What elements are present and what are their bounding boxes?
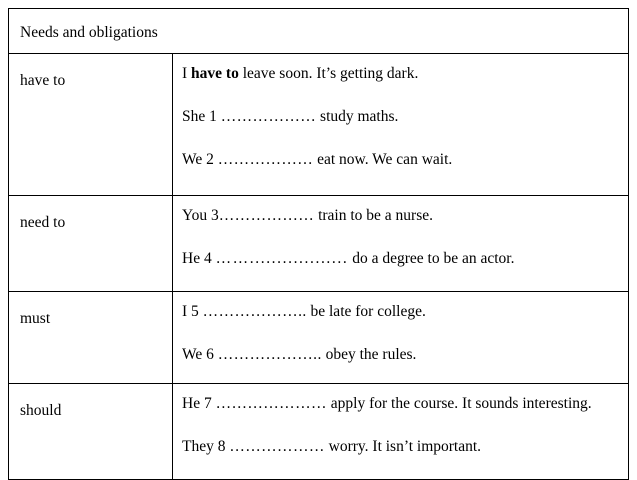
table-body: Needs and obligations have to I have to … bbox=[7, 8, 630, 480]
example-sentence: We 2 ……………… eat now. We can wait. bbox=[182, 151, 622, 169]
sentence-suffix: obey the rules. bbox=[321, 345, 417, 363]
answer-blank-3[interactable]: ……………… bbox=[218, 207, 315, 224]
sentence-suffix: leave soon. It’s getting dark. bbox=[238, 65, 419, 82]
examples-list: I have to leave soon. It’s getting dark.… bbox=[173, 54, 628, 195]
example-sentence: They 8 ……………… worry. It isn’t important. bbox=[182, 438, 622, 456]
sentence-prefix: I bbox=[182, 65, 192, 82]
sentence-prefix: She 1 bbox=[182, 107, 221, 125]
modal-label-need-to: need to bbox=[20, 214, 66, 231]
sentence-prefix: They 8 bbox=[182, 437, 230, 455]
modal-label-cell: need to bbox=[8, 195, 173, 292]
example-sentence: I have to leave soon. It’s getting dark. bbox=[182, 65, 622, 83]
answer-blank-5[interactable]: ……………….. bbox=[202, 303, 307, 320]
table-title: Needs and obligations bbox=[20, 24, 158, 41]
sentence-prefix: He 4 bbox=[182, 249, 216, 267]
answer-blank-2[interactable]: ……………… bbox=[217, 150, 314, 168]
sentence-prefix: He 7 bbox=[182, 395, 216, 412]
examples-cell: I 5 ……………….. be late for college. We 6 …… bbox=[171, 291, 630, 384]
sentence-suffix: study maths. bbox=[316, 107, 399, 125]
modal-label-cell: should bbox=[8, 383, 173, 480]
sentence-prefix: We 6 bbox=[182, 345, 218, 363]
modal-label-should: should bbox=[20, 402, 62, 419]
modal-label-cell: have to bbox=[8, 53, 173, 196]
answer-blank-1[interactable]: ……………… bbox=[220, 107, 317, 125]
sentence-suffix: worry. It isn’t important. bbox=[324, 437, 482, 455]
modal-label-have-to: have to bbox=[20, 72, 66, 89]
sentence-suffix: be late for college. bbox=[306, 303, 426, 320]
examples-list: He 7 ………………… apply for the course. It so… bbox=[173, 384, 628, 479]
example-sentence: He 7 ………………… apply for the course. It so… bbox=[182, 395, 622, 413]
modal-label-cell: must bbox=[8, 291, 173, 384]
examples-cell: He 7 ………………… apply for the course. It so… bbox=[171, 383, 630, 480]
example-sentence: We 6 ……………….. obey the rules. bbox=[182, 346, 622, 364]
examples-list: You 3……………… train to be a nurse. He 4 ……… bbox=[173, 196, 628, 291]
table-row: have to I have to leave soon. It’s getti… bbox=[8, 53, 630, 196]
answer-blank-8[interactable]: ……………… bbox=[229, 437, 325, 455]
example-sentence: I 5 ……………….. be late for college. bbox=[182, 303, 622, 321]
sentence-suffix: do a degree to be an actor. bbox=[348, 249, 515, 267]
table-row: need to You 3……………… train to be a nurse.… bbox=[8, 195, 630, 292]
table-row: must I 5 ……………….. be late for college. W… bbox=[8, 291, 630, 384]
needs-and-obligations-table: Needs and obligations have to I have to … bbox=[7, 8, 630, 480]
examples-cell: I have to leave soon. It’s getting dark.… bbox=[171, 53, 630, 196]
sentence-suffix: train to be a nurse. bbox=[314, 207, 433, 224]
sentence-bold-answer: have to bbox=[191, 65, 239, 82]
sentence-suffix: eat now. We can wait. bbox=[313, 150, 453, 168]
table-header-row: Needs and obligations bbox=[7, 8, 630, 54]
sentence-prefix: You 3 bbox=[182, 207, 219, 224]
example-sentence: She 1 ……………… study maths. bbox=[182, 108, 622, 126]
examples-list: I 5 ……………….. be late for college. We 6 …… bbox=[173, 292, 628, 383]
sentence-suffix: apply for the course. It sounds interest… bbox=[326, 395, 592, 412]
answer-blank-4[interactable]: …….................. bbox=[215, 249, 349, 267]
answer-blank-7[interactable]: ………………… bbox=[215, 395, 327, 412]
table-header-cell: Needs and obligations bbox=[7, 8, 630, 54]
example-sentence: He 4 …….................. do a degree to… bbox=[182, 250, 622, 268]
sentence-prefix: I 5 bbox=[182, 303, 203, 320]
answer-blank-6[interactable]: ……………….. bbox=[217, 345, 322, 363]
sentence-prefix: We 2 bbox=[182, 150, 218, 168]
examples-cell: You 3……………… train to be a nurse. He 4 ……… bbox=[171, 195, 630, 292]
example-sentence: You 3……………… train to be a nurse. bbox=[182, 207, 622, 225]
table-row: should He 7 ………………… apply for the course… bbox=[8, 383, 630, 480]
modal-label-must: must bbox=[20, 310, 51, 327]
